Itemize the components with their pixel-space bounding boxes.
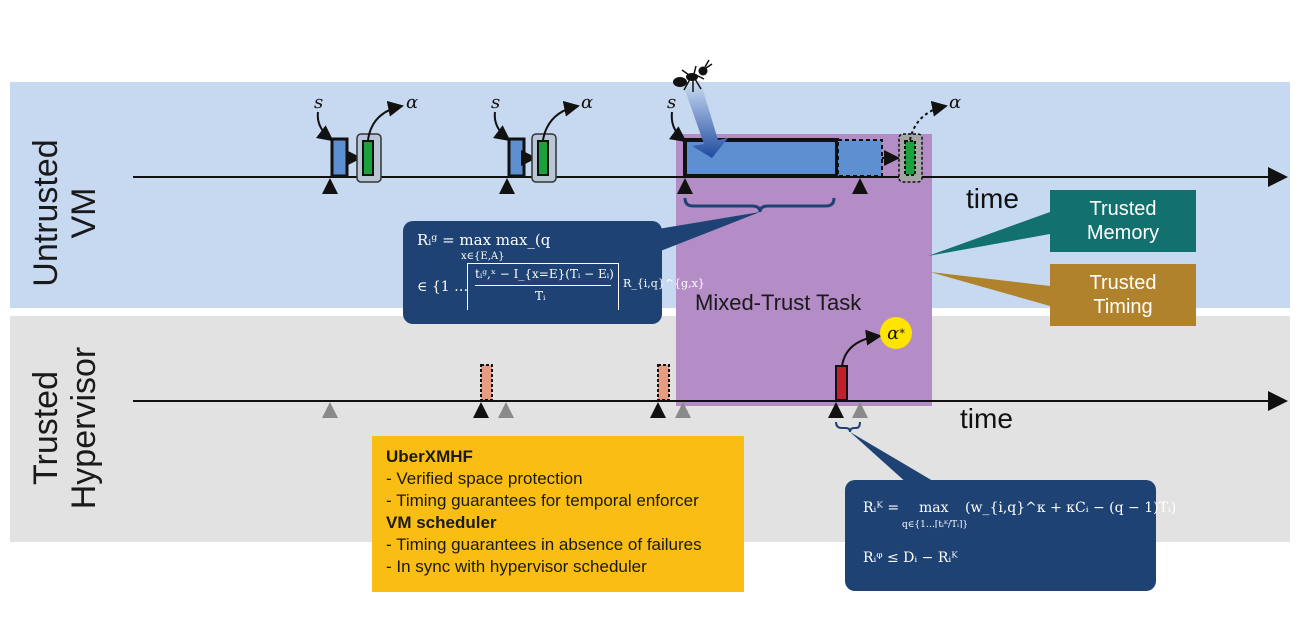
untrusted-label-line1: Untrusted <box>27 139 65 287</box>
vm-job-2-alpha-arrow <box>542 100 580 141</box>
vm-job-3-output <box>904 140 916 176</box>
hv-response-bracket <box>835 421 861 433</box>
untrusted-label-line2: VM <box>65 187 103 239</box>
trusted-timing-line1: Trusted <box>1089 272 1157 294</box>
vm-formula-fraction-bar <box>475 285 611 286</box>
alpha-star-symbol: α <box>887 322 900 344</box>
vm-job-1-exec <box>330 137 349 178</box>
uberxmhf-heading: UberXMHF <box>386 447 473 466</box>
trusted-hypervisor-label: Trusted Hypervisor <box>27 328 103 528</box>
alpha-symbol-1: α <box>406 92 419 113</box>
mixed-trust-label: Mixed-Trust Task <box>695 290 862 315</box>
vm-formula-numerator: tᵢᵍ,ˣ − I_{x=E}(Tᵢ − Eᵢ) <box>475 267 614 281</box>
untrusted-vm-label: Untrusted VM <box>27 113 103 313</box>
vm-job-3-alpha-arrow <box>909 100 948 141</box>
hv-job-1-slot <box>480 364 493 401</box>
vm-job-2-exec <box>507 137 526 178</box>
vm-job-1-alpha-arrow <box>367 100 404 141</box>
uberxmhf-item-1: - Verified space protection <box>386 469 583 488</box>
vm-job-1-output <box>362 140 374 176</box>
vm-formula-line1-sub: x∈{E,A} <box>461 251 505 262</box>
alpha-symbol-2: α <box>581 92 594 113</box>
vm-response-time-formula: Rᵢᵍ = max max_(q x∈{E,A} ∈ {1 … tᵢᵍ,ˣ − … <box>403 221 705 324</box>
hv-formula-sub: q∈{1…⌈tᵢᴷ/Tᵢ⌉} <box>902 520 969 530</box>
trusted-timing-callout: Trusted Timing <box>1050 264 1196 326</box>
hv-formula-line2: Rᵢᵠ ≤ Dᵢ − Rᵢᴷ <box>863 550 958 566</box>
trusted-label-line1: Trusted <box>27 371 65 486</box>
vm-response-bracket <box>683 197 836 213</box>
alpha-symbol-3: α <box>949 92 962 113</box>
uberxmhf-item-2: - Timing guarantees for temporal enforce… <box>386 491 699 510</box>
hv-alpha-star-arrow <box>841 329 882 367</box>
start-symbol-2: s <box>491 92 501 113</box>
hv-formula-lhs: Rᵢᴷ = <box>863 500 900 516</box>
mixed-trust-region <box>676 134 932 406</box>
vm-scheduler-item-1: - Timing guarantees in absence of failur… <box>386 535 702 554</box>
trusted-memory-pointer <box>928 212 1050 256</box>
vm-job-2-start-arrow <box>493 111 511 142</box>
vm-formula-line1: Rᵢᵍ = max max_(q <box>417 231 551 249</box>
guarantees-box: UberXMHF - Verified space protection - T… <box>372 436 744 592</box>
vm-job-1-start-arrow <box>316 111 334 142</box>
trusted-memory-callout: Trusted Memory <box>1050 190 1196 252</box>
alpha-star-badge: α* <box>880 317 912 349</box>
hv-formula-max: max <box>919 500 949 516</box>
vm-scheduler-item-2: - In sync with hypervisor scheduler <box>386 557 647 576</box>
vm-job-3-overrun <box>837 139 883 177</box>
vm-formula-bracket <box>467 263 619 310</box>
vm-job-2-output <box>537 140 549 176</box>
trusted-memory-line1: Trusted <box>1089 198 1157 220</box>
trusted-timing-pointer <box>930 272 1050 306</box>
start-symbol-1: s <box>314 92 324 113</box>
hv-job-2-slot <box>657 364 670 401</box>
trusted-memory-line2: Memory <box>1086 222 1160 244</box>
trusted-timing-line2: Timing <box>1093 296 1153 318</box>
fault-injection-arrow <box>685 80 728 158</box>
hv-job-3-exec <box>835 365 848 401</box>
vm-formula-line2-prefix: ∈ {1 … <box>417 279 469 295</box>
vm-job-3-start-arrow <box>668 111 687 143</box>
vm-formula-denominator: Tᵢ <box>535 289 546 303</box>
hv-response-time-formula: Rᵢᴷ = max q∈{1…⌈tᵢᴷ/Tᵢ⌉} (w_{i,q}^κ + κC… <box>845 480 1176 591</box>
hv-time-label: time <box>960 403 1013 434</box>
vm-scheduler-heading: VM scheduler <box>386 513 497 532</box>
hv-formula-rhs: (w_{i,q}^κ + κCᵢ − (q − 1)Tᵢ) <box>965 500 1177 516</box>
trusted-label-line2: Hypervisor <box>65 346 103 510</box>
hv-formula-pointer <box>850 432 938 484</box>
vm-formula-line2-suffix: R_{i,q}^{g,x} <box>623 277 705 290</box>
alpha-star-sup: * <box>899 326 905 340</box>
vm-time-label: time <box>966 183 1019 214</box>
start-symbol-3: s <box>667 92 677 113</box>
ant-icon <box>673 59 713 92</box>
vm-formula-pointer <box>640 212 760 252</box>
